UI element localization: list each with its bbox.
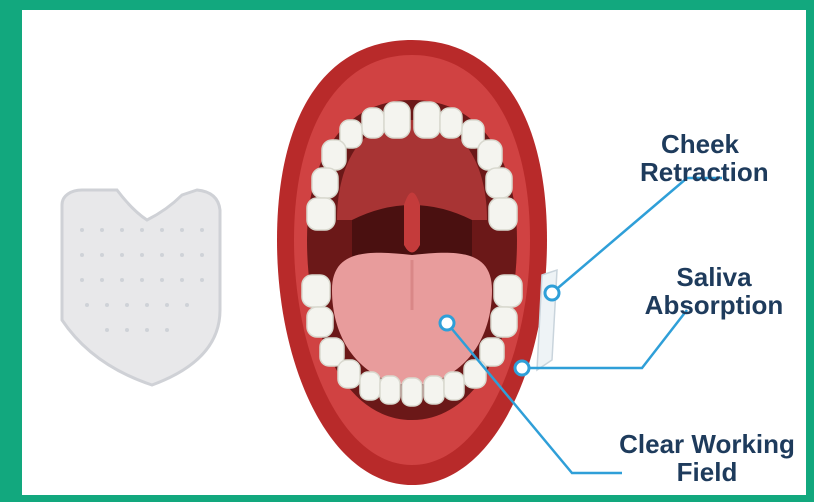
cheek-retraction-label: Cheek Retraction [640,130,760,186]
cheek-dot [545,286,559,300]
cheek-label-line2: Retraction [640,158,760,186]
clear-working-field-label: Clear Working Field [607,430,807,486]
saliva-dot [515,361,529,375]
saliva-label-line2: Absorption [634,291,794,319]
open-mouth-illustration [277,40,557,485]
clear-field-dot [440,316,454,330]
saliva-absorption-label: Saliva Absorption [634,263,794,319]
clear-label-line1: Clear Working [607,430,807,458]
saliva-label-line1: Saliva [634,263,794,291]
clear-label-line2: Field [607,458,807,486]
illustration-panel: Cheek Retraction Saliva Absorption Clear… [22,10,806,495]
dental-shield-pad-icon [62,190,220,385]
cheek-label-line1: Cheek [640,130,760,158]
mouth-diagram [22,10,806,495]
